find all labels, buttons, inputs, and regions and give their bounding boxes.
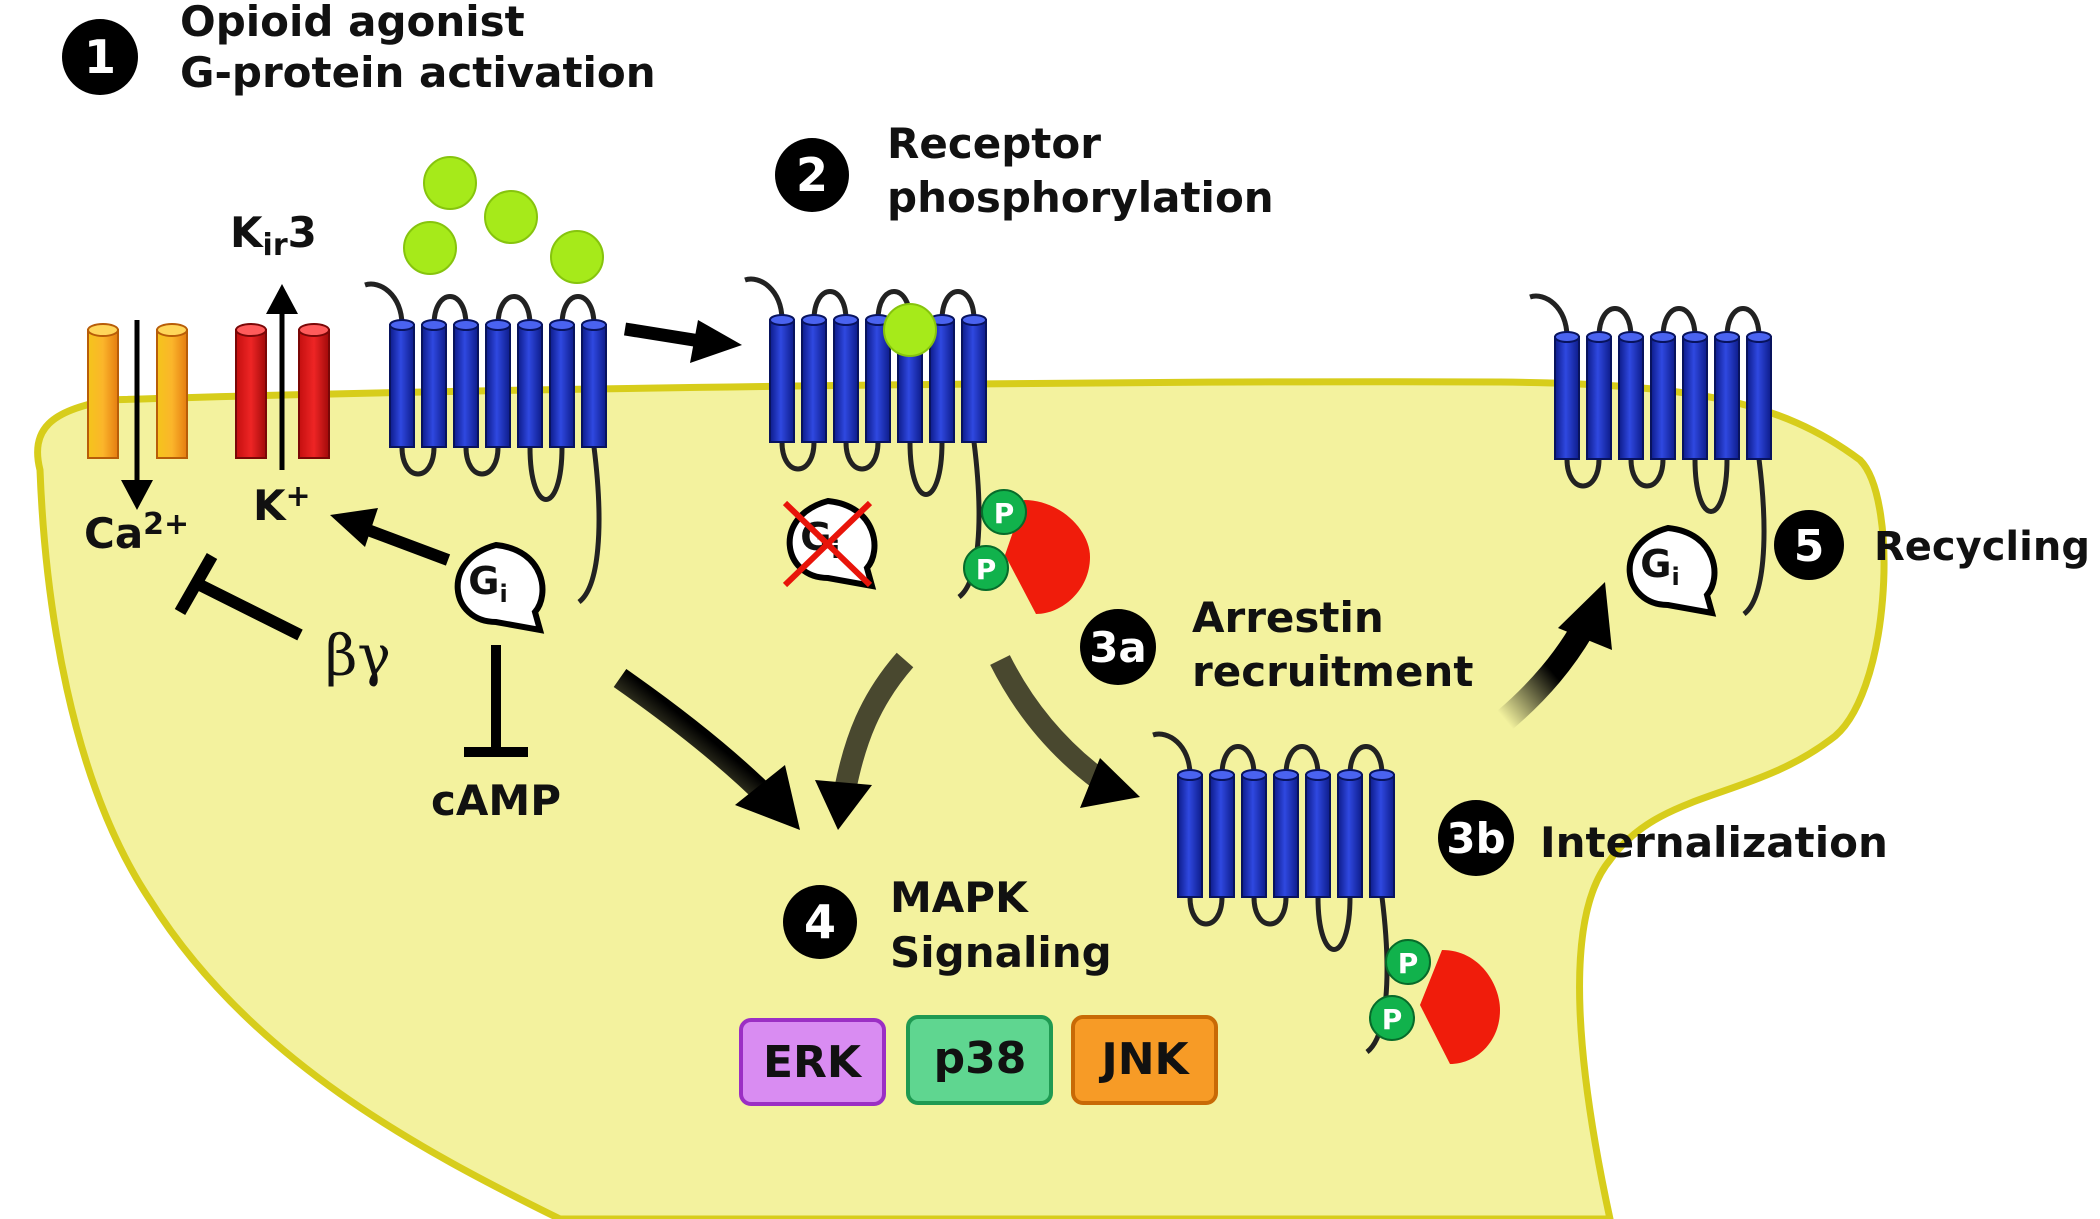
receptor-1 [364, 281, 607, 604]
step-1-label: 1 Opioid agonist G-protein activation [62, 0, 656, 97]
step-1-badge [62, 19, 138, 95]
kinase-erk: ERK [739, 1018, 886, 1106]
camp-label: cAMP [431, 776, 561, 825]
svg-text:3a: 3a [1089, 623, 1147, 672]
svg-text:5: 5 [1794, 521, 1825, 572]
gi-to-kir-arrow [330, 508, 451, 566]
svg-text:P: P [1398, 947, 1419, 980]
step-3a-label: 3a Arrestin recruitment [1080, 593, 1473, 696]
svg-text:P: P [976, 553, 997, 586]
svg-text:ERK: ERK [763, 1037, 863, 1088]
gi-protein-5: Gi [1626, 524, 1718, 617]
svg-text:2: 2 [796, 148, 828, 202]
bound-agonist-2 [883, 303, 937, 357]
arrestin-3b: P P [1369, 939, 1500, 1064]
opioid-agonists [403, 156, 604, 284]
svg-text:JNK: JNK [1098, 1034, 1190, 1085]
kir3-label: Kir3 [230, 208, 317, 263]
step-1-line1: Opioid agonist [180, 0, 525, 46]
svg-text:recruitment: recruitment [1192, 647, 1473, 696]
camp-inhibition [464, 645, 528, 757]
svg-text:P: P [1382, 1003, 1403, 1036]
arrows-to-mapk [613, 652, 1140, 830]
svg-text:phosphorylation: phosphorylation [887, 173, 1274, 222]
step-5-label: 5 Recycling [1774, 510, 2090, 580]
svg-text:p38: p38 [934, 1033, 1027, 1084]
step-2-label: 2 Receptor phosphorylation [775, 119, 1274, 222]
step-4-label: 4 MAPK Signaling [783, 873, 1112, 977]
recycling-arrow [1497, 582, 1612, 730]
svg-text:Internalization: Internalization [1540, 818, 1888, 867]
potassium-ion-label: K+ [253, 479, 311, 530]
svg-text:Arrestin: Arrestin [1192, 593, 1384, 642]
svg-text:4: 4 [804, 895, 836, 949]
svg-text:MAPK: MAPK [890, 873, 1029, 922]
beta-gamma-inhibition [174, 553, 303, 641]
svg-text:Signaling: Signaling [890, 928, 1112, 977]
svg-text:Gi: Gi [468, 559, 507, 608]
beta-gamma-label: βγ [325, 624, 391, 689]
step-1-number: 1 [84, 30, 116, 84]
svg-text:Gi: Gi [1640, 542, 1679, 591]
receptor-5 [1529, 293, 1772, 616]
gi-protein-uncoupled: Gi [782, 497, 878, 590]
arrestin-2: P P [963, 489, 1090, 614]
step-1-line2: G-protein activation [180, 48, 656, 97]
kir3-channel [235, 284, 330, 470]
gi-protein-1: Gi [454, 541, 546, 634]
svg-text:Receptor: Receptor [887, 119, 1101, 168]
calcium-channel [87, 320, 188, 510]
svg-text:P: P [994, 497, 1015, 530]
receptor-3b [1152, 731, 1395, 1054]
svg-text:Recycling: Recycling [1874, 524, 2090, 570]
kinase-jnk: JNK [1071, 1015, 1218, 1105]
calcium-ion-label: Ca2+ [84, 507, 189, 558]
kinase-p38: p38 [906, 1015, 1053, 1105]
svg-text:3b: 3b [1446, 814, 1505, 863]
step-3b-label: 3b Internalization [1438, 800, 1888, 876]
activation-to-phosphorylation-arrow [623, 320, 742, 363]
